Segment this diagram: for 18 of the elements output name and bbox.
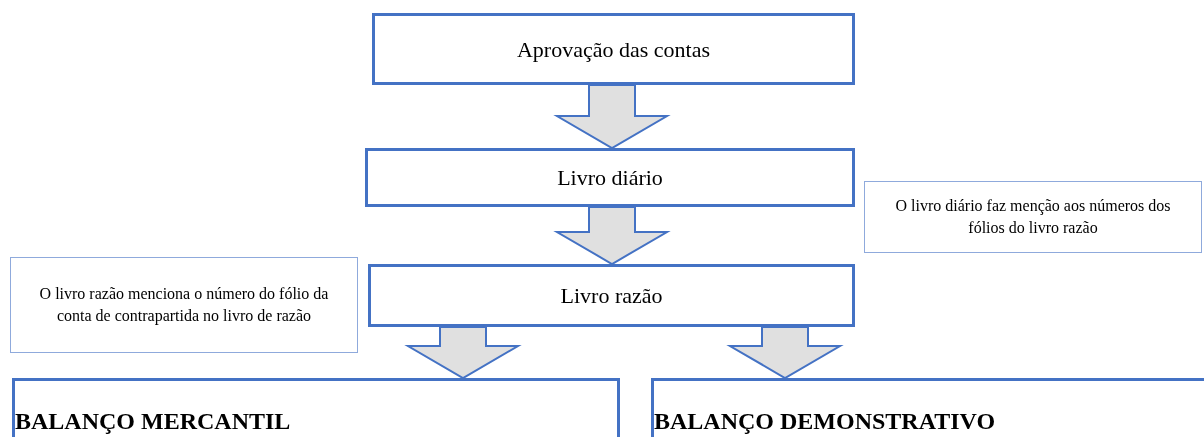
process-box: [12, 378, 620, 437]
process-box: [651, 378, 1204, 437]
box-text: Livro razão: [560, 282, 663, 310]
note-box: [864, 181, 1202, 253]
process-box: [365, 148, 855, 207]
process-box: [368, 264, 855, 327]
block-arrow: [553, 84, 671, 150]
note-box: [10, 257, 358, 353]
box-text: Livro diário: [557, 164, 663, 192]
process-box: [372, 13, 855, 85]
box-text: Aprovação das contas: [516, 35, 710, 64]
block-arrow: [726, 326, 844, 380]
block-arrow: [553, 206, 671, 266]
block-arrow: [404, 326, 522, 380]
box-text: BALANÇO MERCANTIL: [15, 407, 291, 436]
box-text: BALANÇO DEMONSTRATIVO: [654, 407, 996, 436]
box-text: O livro diário faz menção aos números dos fólios do livro razão: [894, 196, 1172, 238]
box-text: O livro razão menciona o número do fólio da conta de contrapartida no livro de razão: [38, 284, 330, 327]
